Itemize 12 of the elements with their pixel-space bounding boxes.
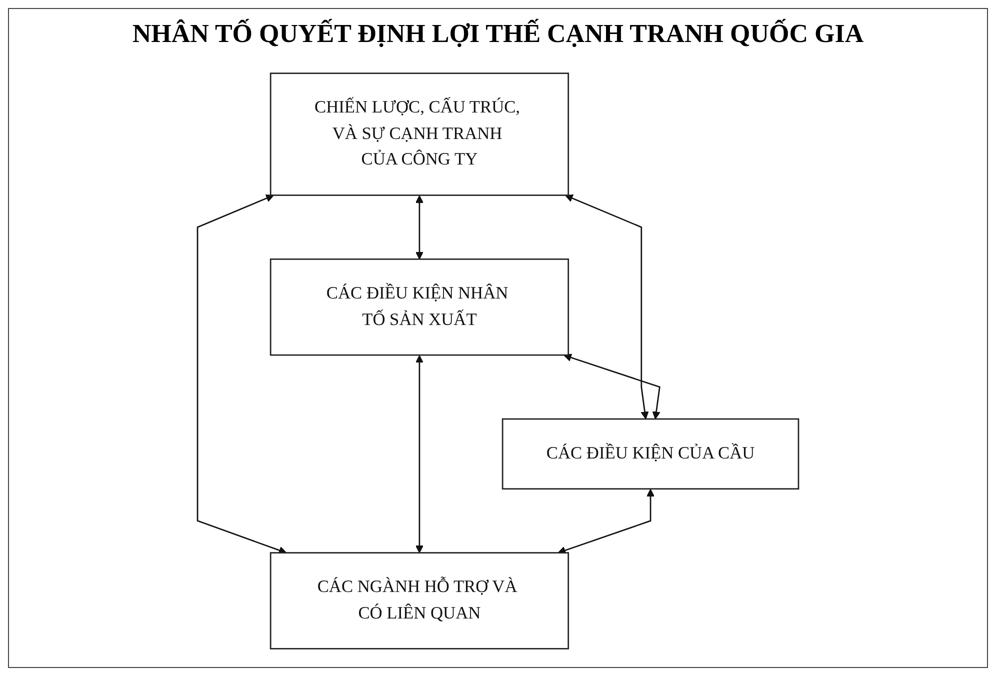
- node-box: [502, 418, 800, 490]
- diagram-drawing: CHIẾN LƯỢC, CẤU TRÚC, VÀ SỰ CẠNH TRANH CỦA CÔNG TY CÁC ĐIỀU KIỆN NHÂN TỐ SẢN XUẤT CÁC ĐIỀU KIỆN CỦA CẦU CÁC NGÀNH HỖ TRỢ VÀ CÓ LIÊN QUAN: [9, 66, 987, 656]
- arrow: [565, 194, 649, 420]
- arrow: [564, 354, 660, 420]
- node-box: [270, 258, 569, 356]
- arrow: [415, 355, 424, 554]
- node-box: [270, 552, 569, 650]
- node-box: [270, 72, 569, 196]
- arrow: [196, 194, 287, 554]
- arrow: [415, 195, 424, 260]
- diagram-title: NHÂN TỐ QUYẾT ĐỊNH LỢI THẾ CẠNH TRANH QUỐC GIA: [132, 19, 864, 49]
- arrow: [558, 488, 655, 554]
